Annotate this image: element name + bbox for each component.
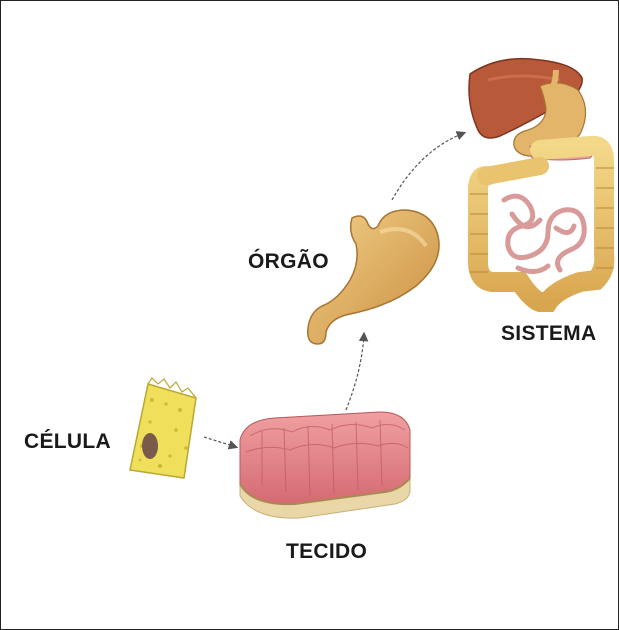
organ-label: ÓRGÃO bbox=[248, 250, 329, 274]
tissue-label: TECIDO bbox=[286, 540, 367, 564]
arrow-tissue-to-organ bbox=[346, 334, 364, 410]
arrow-organ-to-system bbox=[392, 133, 464, 200]
cell-label: CÉLULA bbox=[24, 430, 111, 454]
arrow-cell-to-tissue bbox=[204, 437, 236, 447]
stomach-icon bbox=[308, 210, 439, 344]
tissue-icon bbox=[240, 412, 410, 518]
digestive-system-icon bbox=[469, 59, 614, 302]
system-label: SISTEMA bbox=[501, 322, 596, 346]
cell-icon bbox=[130, 378, 196, 478]
